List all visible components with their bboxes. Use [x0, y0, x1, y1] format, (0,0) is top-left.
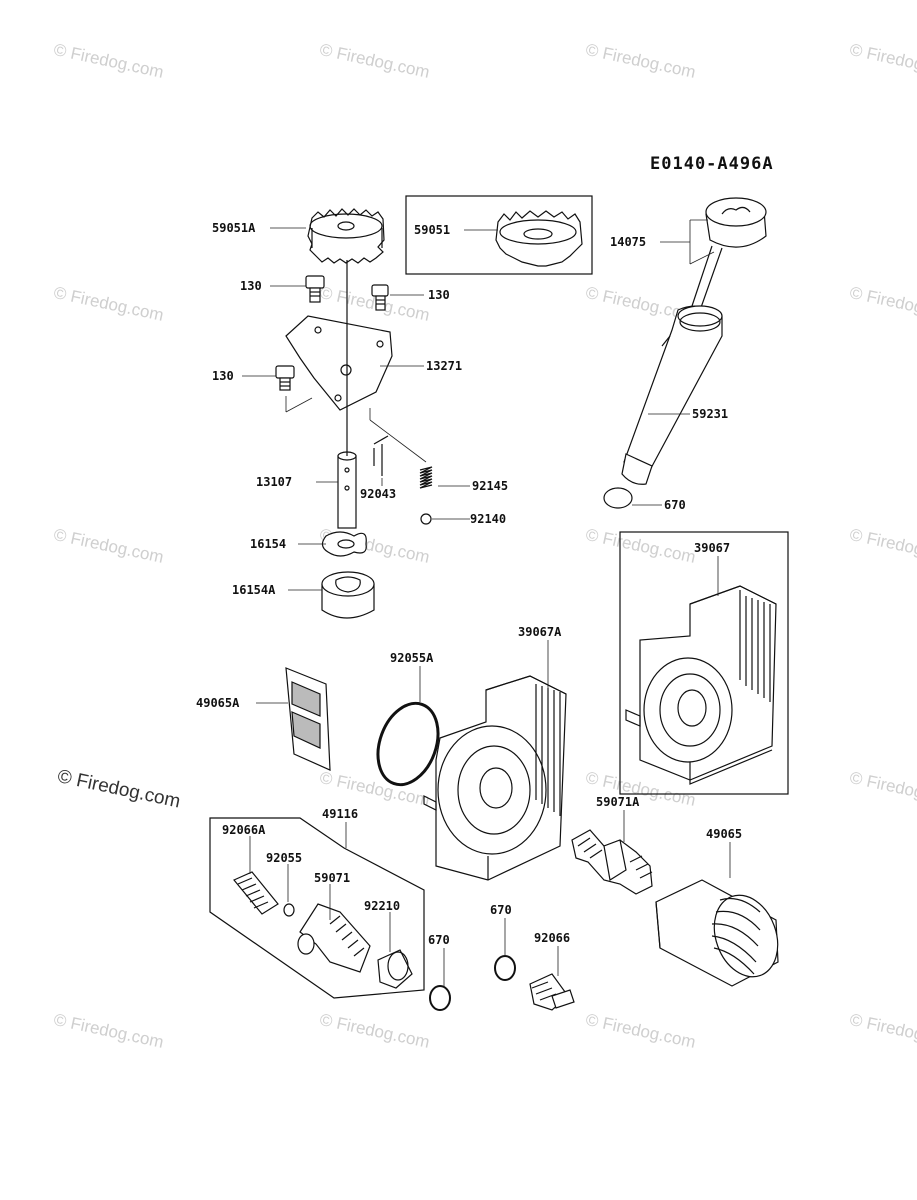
assembly-outline-49116 [209, 817, 425, 999]
label-13107: 13107 [256, 475, 292, 489]
label-16154: 16154 [250, 537, 286, 551]
fitting-59071a[interactable] [571, 829, 653, 895]
ball-92140[interactable] [420, 513, 432, 525]
label-92066: 92066 [534, 931, 570, 945]
oil-filter-49065[interactable] [655, 879, 789, 987]
inset-box-59051 [405, 195, 593, 275]
label-92043: 92043 [360, 487, 396, 501]
cover-plate-13271[interactable] [285, 315, 393, 411]
leader-lines [242, 219, 731, 986]
dipstick-cap-14075[interactable] [689, 197, 767, 317]
label-13271: 13271 [426, 359, 462, 373]
label-59231: 59231 [692, 407, 728, 421]
label-670: 670 [428, 933, 450, 947]
label-49116: 49116 [322, 807, 358, 821]
label-92145: 92145 [472, 479, 508, 493]
label-59071A: 59071A [596, 795, 640, 809]
o-ring-92055[interactable] [283, 903, 295, 917]
bolt-130-right[interactable] [371, 284, 389, 311]
label-92055A: 92055A [390, 651, 434, 665]
oil-cooler-39067[interactable] [625, 585, 777, 785]
label-39067: 39067 [694, 541, 730, 555]
part-labels: 59051A 59051 130 130 130 13271 13107 920… [196, 221, 742, 947]
nut-92210[interactable] [377, 949, 413, 989]
inset-box-39067 [619, 531, 789, 795]
fitting-59071[interactable] [297, 903, 371, 973]
plug-92066[interactable] [529, 973, 575, 1011]
label-59071: 59071 [314, 871, 350, 885]
label-670: 670 [664, 498, 686, 512]
gear-59051[interactable] [495, 210, 583, 267]
spring-92145[interactable] [419, 466, 433, 489]
o-ring-670-mid[interactable] [494, 955, 516, 981]
label-130: 130 [212, 369, 234, 383]
label-92140: 92140 [470, 512, 506, 526]
rotor-16154[interactable] [321, 531, 367, 557]
label-59051: 59051 [414, 223, 450, 237]
label-92210: 92210 [364, 899, 400, 913]
label-59051A: 59051A [212, 221, 256, 235]
outer-rotor-16154a[interactable] [321, 571, 375, 619]
label-130: 130 [240, 279, 262, 293]
pin-92043[interactable] [373, 435, 389, 476]
oil-cooler-39067a[interactable] [423, 675, 567, 881]
label-14075: 14075 [610, 235, 646, 249]
gear-59051a[interactable] [307, 208, 385, 264]
label-39067A: 39067A [518, 625, 562, 639]
o-ring-670-left[interactable] [429, 985, 451, 1011]
label-92066A: 92066A [222, 823, 266, 837]
plug-92066a[interactable] [233, 871, 279, 915]
label-670: 670 [490, 903, 512, 917]
bolt-130-left[interactable] [305, 275, 325, 303]
label-130: 130 [428, 288, 450, 302]
label-49065: 49065 [706, 827, 742, 841]
bolt-130-lower[interactable] [275, 365, 295, 391]
oil-fill-tube-59231[interactable] [621, 305, 723, 485]
shaft-13107[interactable] [337, 451, 357, 529]
diagram-code: E0140-A496A [650, 154, 774, 174]
label-16154A: 16154A [232, 583, 276, 597]
label-92055: 92055 [266, 851, 302, 865]
o-ring-670-tube[interactable] [603, 487, 633, 509]
label-49065A: 49065A [196, 696, 240, 710]
oil-screen-49065a[interactable] [285, 667, 331, 771]
o-ring-92055a[interactable] [367, 695, 448, 793]
